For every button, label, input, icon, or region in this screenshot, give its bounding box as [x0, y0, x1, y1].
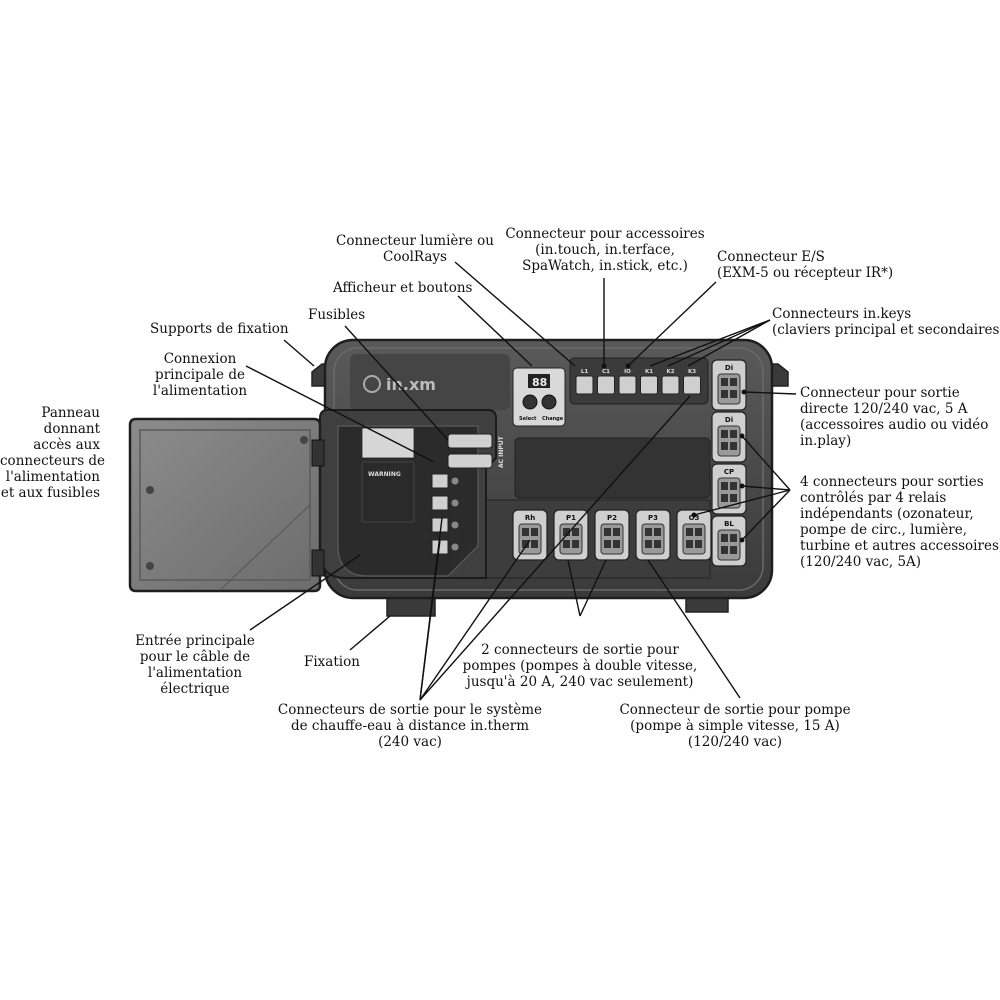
right-connector-2: CP	[711, 463, 747, 515]
callout-line-io	[627, 281, 717, 367]
access-door-panel	[128, 417, 325, 593]
label-mounting-supports: Supports de fixation	[150, 321, 289, 337]
callout-line-heater-1	[419, 395, 691, 701]
svg-text:Di: Di	[725, 416, 733, 424]
svg-text:BL: BL	[724, 520, 734, 528]
callout-line-relay-3	[741, 489, 791, 541]
svg-text:K1: K1	[645, 369, 653, 375]
callout-line-fixation	[349, 615, 391, 651]
svg-text:Rh: Rh	[525, 514, 535, 522]
warning-sticker-label: WARNING	[368, 471, 401, 478]
top-connector-l1: L1	[575, 369, 594, 395]
device-logo: in.xm	[386, 375, 436, 394]
svg-text:Di: Di	[725, 364, 733, 372]
callout-lines	[245, 261, 797, 701]
top-connector-k2: K2	[661, 369, 680, 395]
callout-line-inkeys-3	[687, 319, 771, 367]
svg-text:C1: C1	[602, 369, 610, 375]
pump-connector-p1: P1	[553, 509, 589, 561]
display-readout: 88	[532, 376, 547, 389]
change-button-label: Change	[542, 416, 564, 422]
callout-line-relay-1	[741, 435, 791, 491]
label-accessories-connector: Connecteur pour accessoires(in.touch, in…	[505, 226, 705, 274]
callout-line-inkeys-1	[649, 319, 771, 367]
callout-line-relay-4	[693, 489, 791, 516]
callout-line-pump-2	[579, 559, 607, 617]
callout-line-heater-4	[419, 539, 441, 701]
top-connector-k3: K3	[683, 369, 701, 395]
svg-text:O3: O3	[689, 514, 700, 522]
select-button-label: Select	[519, 416, 537, 422]
label-fixation: Fixation	[304, 654, 360, 670]
logo-icon	[363, 375, 381, 393]
pump-connector-row: Rh P1 P2 P3 O3	[512, 509, 712, 561]
callout-line-relay-2	[741, 485, 791, 491]
pump-connector-rh: Rh	[512, 509, 548, 561]
callout-dots	[601, 363, 747, 543]
callout-line-light	[454, 261, 576, 367]
pump-connector-o3: O3	[676, 509, 712, 561]
top-connector-row: L1 C1 IO K1 K2 K3	[575, 369, 701, 395]
right-connector-1: Di	[711, 411, 747, 463]
right-connector-0: Di	[711, 359, 747, 411]
pump-connector-p2: P2	[594, 509, 630, 561]
svg-text:L1: L1	[581, 369, 589, 375]
callout-line-single-pump	[647, 559, 741, 699]
label-fuses: Fusibles	[308, 307, 366, 323]
svg-text:P3: P3	[648, 514, 658, 522]
top-connector-k1: K1	[640, 369, 658, 395]
callout-line-cable-entry	[249, 554, 361, 631]
svg-text:K2: K2	[666, 369, 674, 375]
top-connector-io: IO	[618, 369, 637, 395]
top-connector-c1: C1	[597, 369, 615, 395]
callout-line-supports	[283, 339, 315, 367]
door-frame	[319, 409, 497, 579]
pump-connector-p3: P3	[635, 509, 671, 561]
svg-text:IO: IO	[624, 369, 631, 375]
callout-line-display	[457, 295, 533, 367]
callout-line-inkeys-2	[667, 319, 771, 367]
label-io-connector: Connecteur E/S(EXM-5 ou récepteur IR*)	[717, 249, 894, 281]
callout-line-main-power	[245, 365, 435, 463]
label-single-pump-connector: Connecteur de sortie pour pompe(pompe à …	[619, 702, 851, 750]
svg-text:P1: P1	[566, 514, 576, 522]
callout-line-fuses	[344, 325, 449, 441]
label-display-buttons: Afficheur et boutons	[333, 280, 473, 296]
callout-line-pump-1	[567, 559, 581, 617]
label-inkeys-connectors: Connecteurs in.keys(claviers principal e…	[772, 306, 1000, 338]
ac-input-label: AC INPUT	[498, 435, 505, 468]
svg-text:P2: P2	[607, 514, 617, 522]
callout-line-heater-2	[419, 539, 531, 701]
svg-text:K3: K3	[688, 369, 696, 375]
right-connector-3: BL	[711, 515, 747, 567]
svg-text:CP: CP	[724, 468, 734, 476]
callout-line-direct-out	[743, 391, 797, 395]
